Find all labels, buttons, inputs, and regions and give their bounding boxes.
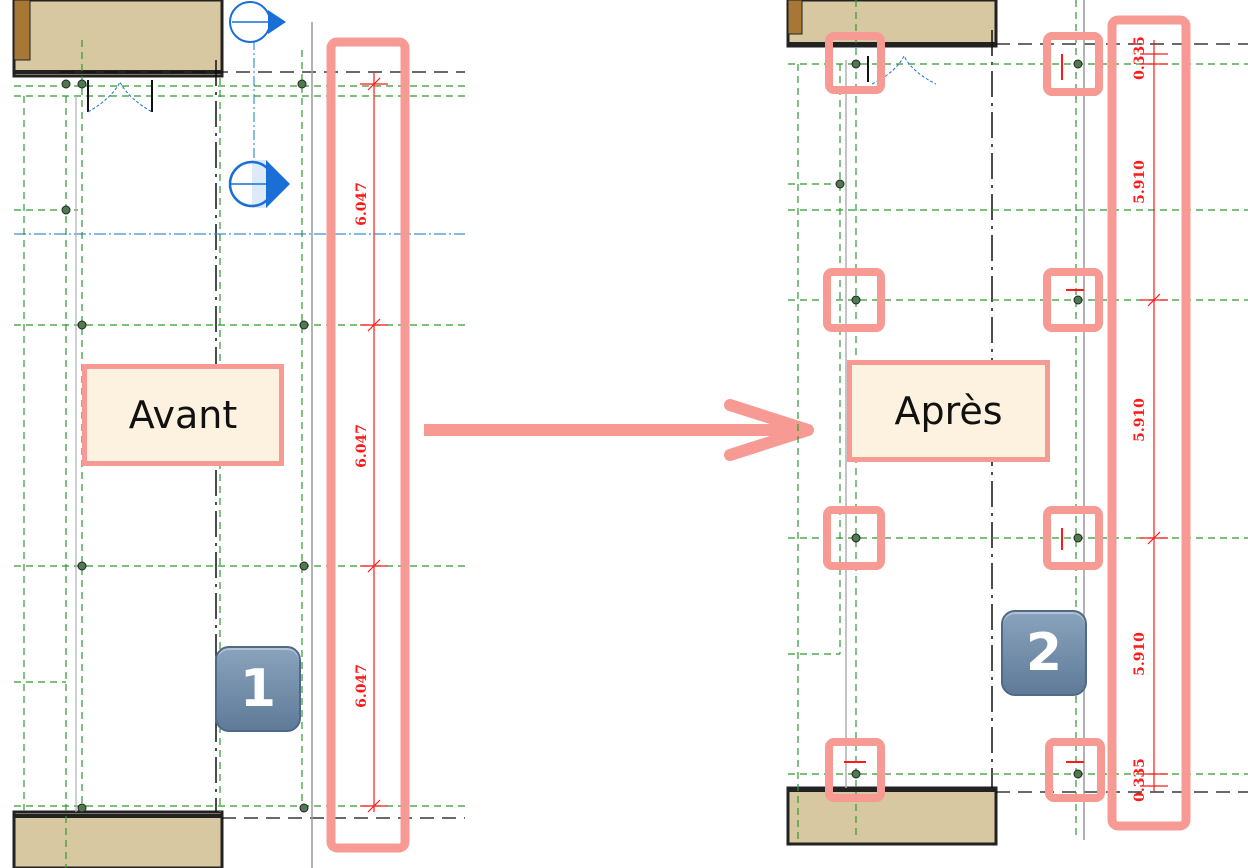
wall-top-right [786, 0, 998, 48]
before-label: Avant [82, 364, 284, 466]
after-grid-highlights [823, 32, 1105, 802]
before-dimension-2: 6.047 [354, 424, 370, 468]
arrow-right-icon [424, 399, 814, 461]
grid-node-icon [835, 59, 1083, 779]
before-dimension-1: 6.047 [354, 182, 370, 226]
after-dimension-2: 5.910 [1132, 160, 1148, 204]
before-highlight-box [326, 37, 410, 853]
after-highlight-box [1107, 15, 1191, 831]
after-plan: 0.335 5.910 5.910 5.910 0.335 [786, 0, 1248, 846]
wall-top-left [12, 0, 224, 78]
elevation-marker-icon [228, 160, 290, 208]
before-step-badge: 1 [215, 646, 301, 732]
after-dimension-5: 0.335 [1132, 758, 1148, 802]
wall-bottom-left [12, 810, 224, 868]
elevation-marker-icon [229, 1, 286, 43]
before-dimension-3: 6.047 [354, 664, 370, 708]
grid-node-icon [61, 79, 309, 813]
after-dimension-1: 0.335 [1132, 36, 1148, 80]
after-dimension-3: 5.910 [1132, 398, 1148, 442]
after-dimension-chain [1140, 40, 1168, 792]
before-dimension-chain [360, 72, 388, 813]
after-label: Après [847, 360, 1050, 462]
after-step-badge: 2 [1001, 610, 1087, 696]
wall-bottom-right [786, 786, 998, 846]
after-dimension-4: 5.910 [1132, 632, 1148, 676]
